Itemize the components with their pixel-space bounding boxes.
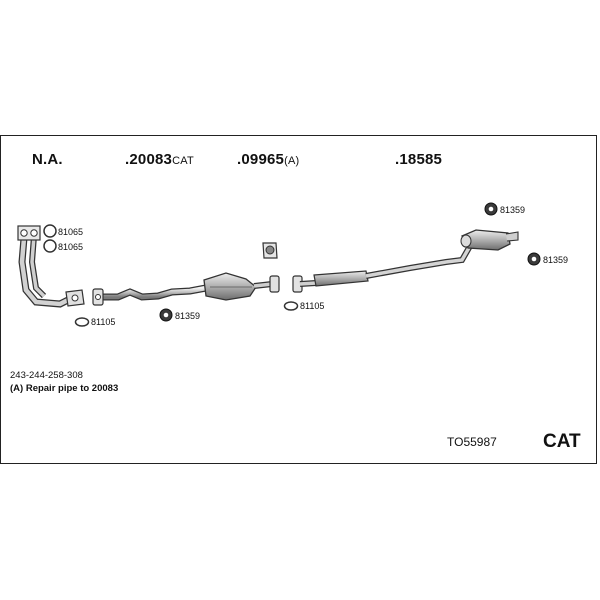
label-ring-81105-b: 81105 [300,301,325,311]
label-ring-81105-a: 81105 [91,317,116,327]
header-na: N.A. [32,151,63,168]
ring-81105-icons [74,301,299,327]
repair-pipe-09965 [262,242,278,259]
header-part-09965: .09965(A) [237,151,299,168]
part-09965-suffix: (A) [284,155,300,167]
part-20083-suffix: CAT [172,155,194,167]
label-gasket-81065-a: 81065 [58,227,84,237]
header-part-18585: .18585 [395,151,443,168]
diagram-code: TO55987 [447,435,497,449]
middle-and-rear-silencer [292,229,519,293]
model-codes: 243-244-258-308 [10,370,83,381]
part-20083-number: .20083 [125,151,173,168]
label-mount-81359-c: 81359 [543,255,569,265]
label-mount-81359-b: 81359 [500,205,526,215]
catalyst-tag: CAT [543,431,581,452]
header-part-20083: .20083CAT [125,151,194,168]
catalytic-converter-pipe [92,272,280,306]
label-mount-81359-a: 81359 [175,311,201,321]
gasket-81065-icons [43,224,57,253]
part-09965-number: .09965 [237,151,285,168]
diagram-frame [0,135,597,464]
repair-note: (A) Repair pipe to 20083 [10,383,119,394]
label-gasket-81065-b: 81065 [58,242,84,252]
mount-81359-icons [159,202,541,322]
front-pipe-manifold [17,225,85,308]
